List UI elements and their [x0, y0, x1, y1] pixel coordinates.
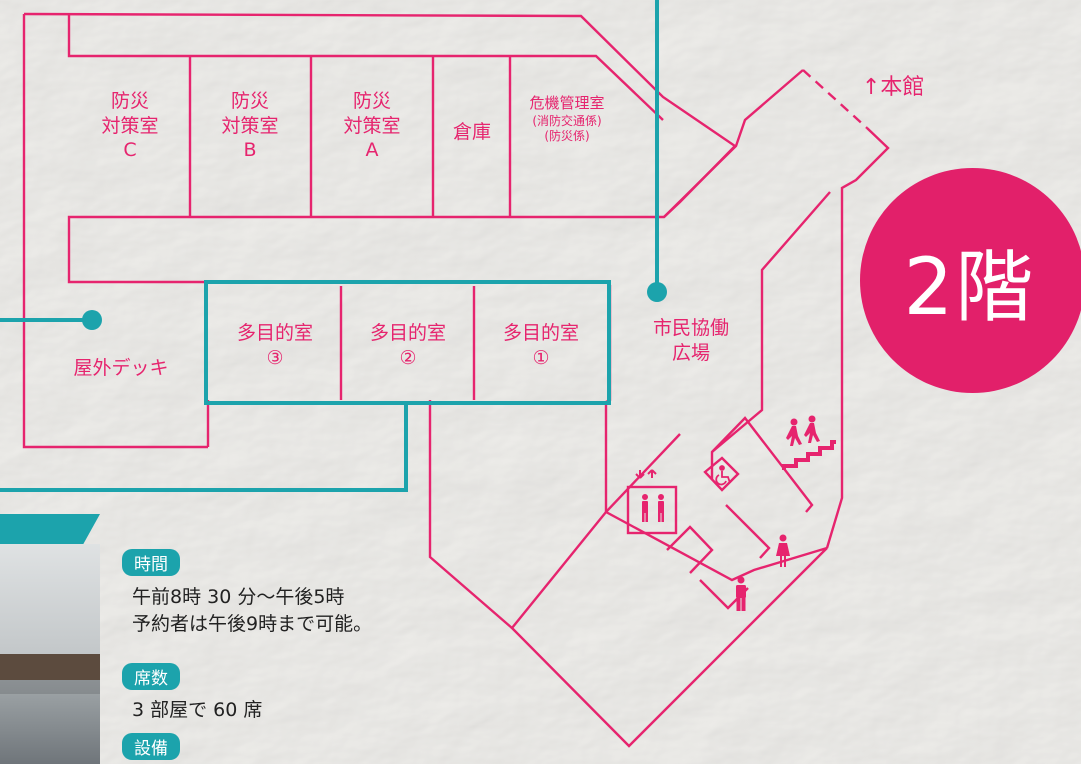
womens-toilet-icon: [776, 534, 790, 567]
floor-badge: 2階: [860, 168, 1081, 393]
floor-label: 2階: [903, 242, 1036, 333]
office-block: [67, 14, 664, 121]
mens-toilet-icon: [736, 576, 746, 611]
area-plaza: 市民協働 広場: [652, 317, 729, 364]
area-deck: 屋外デッキ: [73, 357, 169, 379]
room-tamokuteki-2: 多目的室 ②: [369, 322, 446, 369]
room-bousai-a: 防災 対策室 A: [343, 90, 401, 162]
room-bousai-b: 防災 対策室 B: [221, 90, 279, 162]
equipment-label: 設備: [122, 733, 180, 760]
seats-value: 3 部屋で 60 席: [132, 699, 263, 721]
room-tamokuteki-3: 多目的室 ③: [236, 322, 313, 369]
time-label: 時間: [122, 549, 180, 576]
outer-wall-west: [22, 14, 208, 449]
time-details: 午前8時 30 分〜午後5時 予約者は午後9時まで可能。: [132, 586, 373, 635]
direction-honkan: ↑本館: [862, 75, 925, 100]
stairs-icon: [782, 415, 836, 470]
room-tamokuteki-1: 多目的室 ①: [502, 322, 579, 369]
room-photo: [0, 544, 100, 764]
teal-banner: [0, 514, 100, 550]
accessible-toilet-icon: [715, 465, 731, 486]
room-souko: 倉庫: [452, 121, 491, 143]
elevator-icon: [635, 469, 664, 522]
seats-label: 席数: [122, 663, 180, 690]
room-kiki-kanri: 危機管理室 (消防交通係) (防災係): [529, 94, 605, 144]
room-bousai-c: 防災 対策室 C: [101, 90, 159, 162]
